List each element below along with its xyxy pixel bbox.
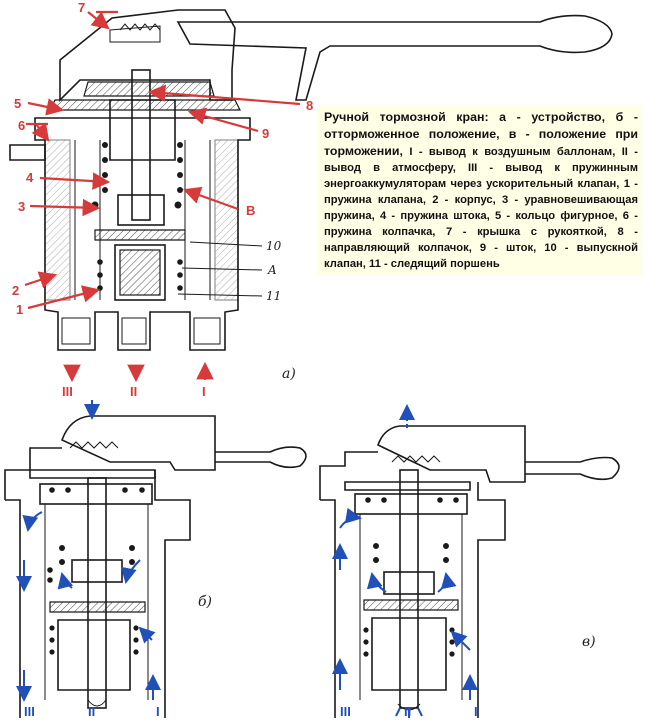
label-B: B — [246, 203, 255, 218]
subfigure-c-label: в) — [582, 634, 596, 650]
label-2: 2 — [12, 283, 19, 298]
label-7: 7 — [78, 0, 85, 15]
port-a-II: II — [130, 384, 137, 399]
label-4: 4 — [26, 170, 34, 185]
label-8: 8 — [306, 98, 313, 113]
figure-a-pointers — [24, 10, 301, 383]
subfigure-b-label: б) — [198, 594, 212, 610]
label-1: 1 — [16, 302, 23, 317]
port-c-III: III — [340, 704, 351, 719]
port-a-I: I — [202, 384, 206, 399]
label-9: 9 — [262, 126, 269, 141]
label-6: 6 — [18, 118, 25, 133]
port-c-I: I — [474, 704, 478, 719]
port-b-I: I — [156, 704, 160, 719]
port-b-III: III — [24, 704, 35, 719]
label-11: 11 — [266, 289, 281, 303]
label-A: A — [267, 263, 277, 277]
port-b-II: II — [88, 704, 95, 719]
caption-body: I - вывод к воздушным баллонам, II - выв… — [324, 146, 639, 270]
label-10: 10 — [266, 239, 282, 253]
label-3: 3 — [18, 199, 25, 214]
caption-box: Ручной тормозной кран: а - устройство, б… — [318, 105, 642, 276]
figure-c-flows — [332, 404, 478, 718]
caption-lead: Ручной тормозной кран: а - устройство, б… — [324, 110, 638, 158]
label-5: 5 — [14, 96, 21, 111]
port-c-II: II — [404, 704, 411, 719]
port-a-III: III — [62, 384, 73, 399]
figure-b-device — [4, 415, 307, 718]
figure-b-flows — [16, 400, 161, 702]
figure-a-leaders — [177, 241, 263, 297]
figure-c-device — [319, 425, 620, 718]
subfigure-a-label: а) — [282, 366, 296, 382]
